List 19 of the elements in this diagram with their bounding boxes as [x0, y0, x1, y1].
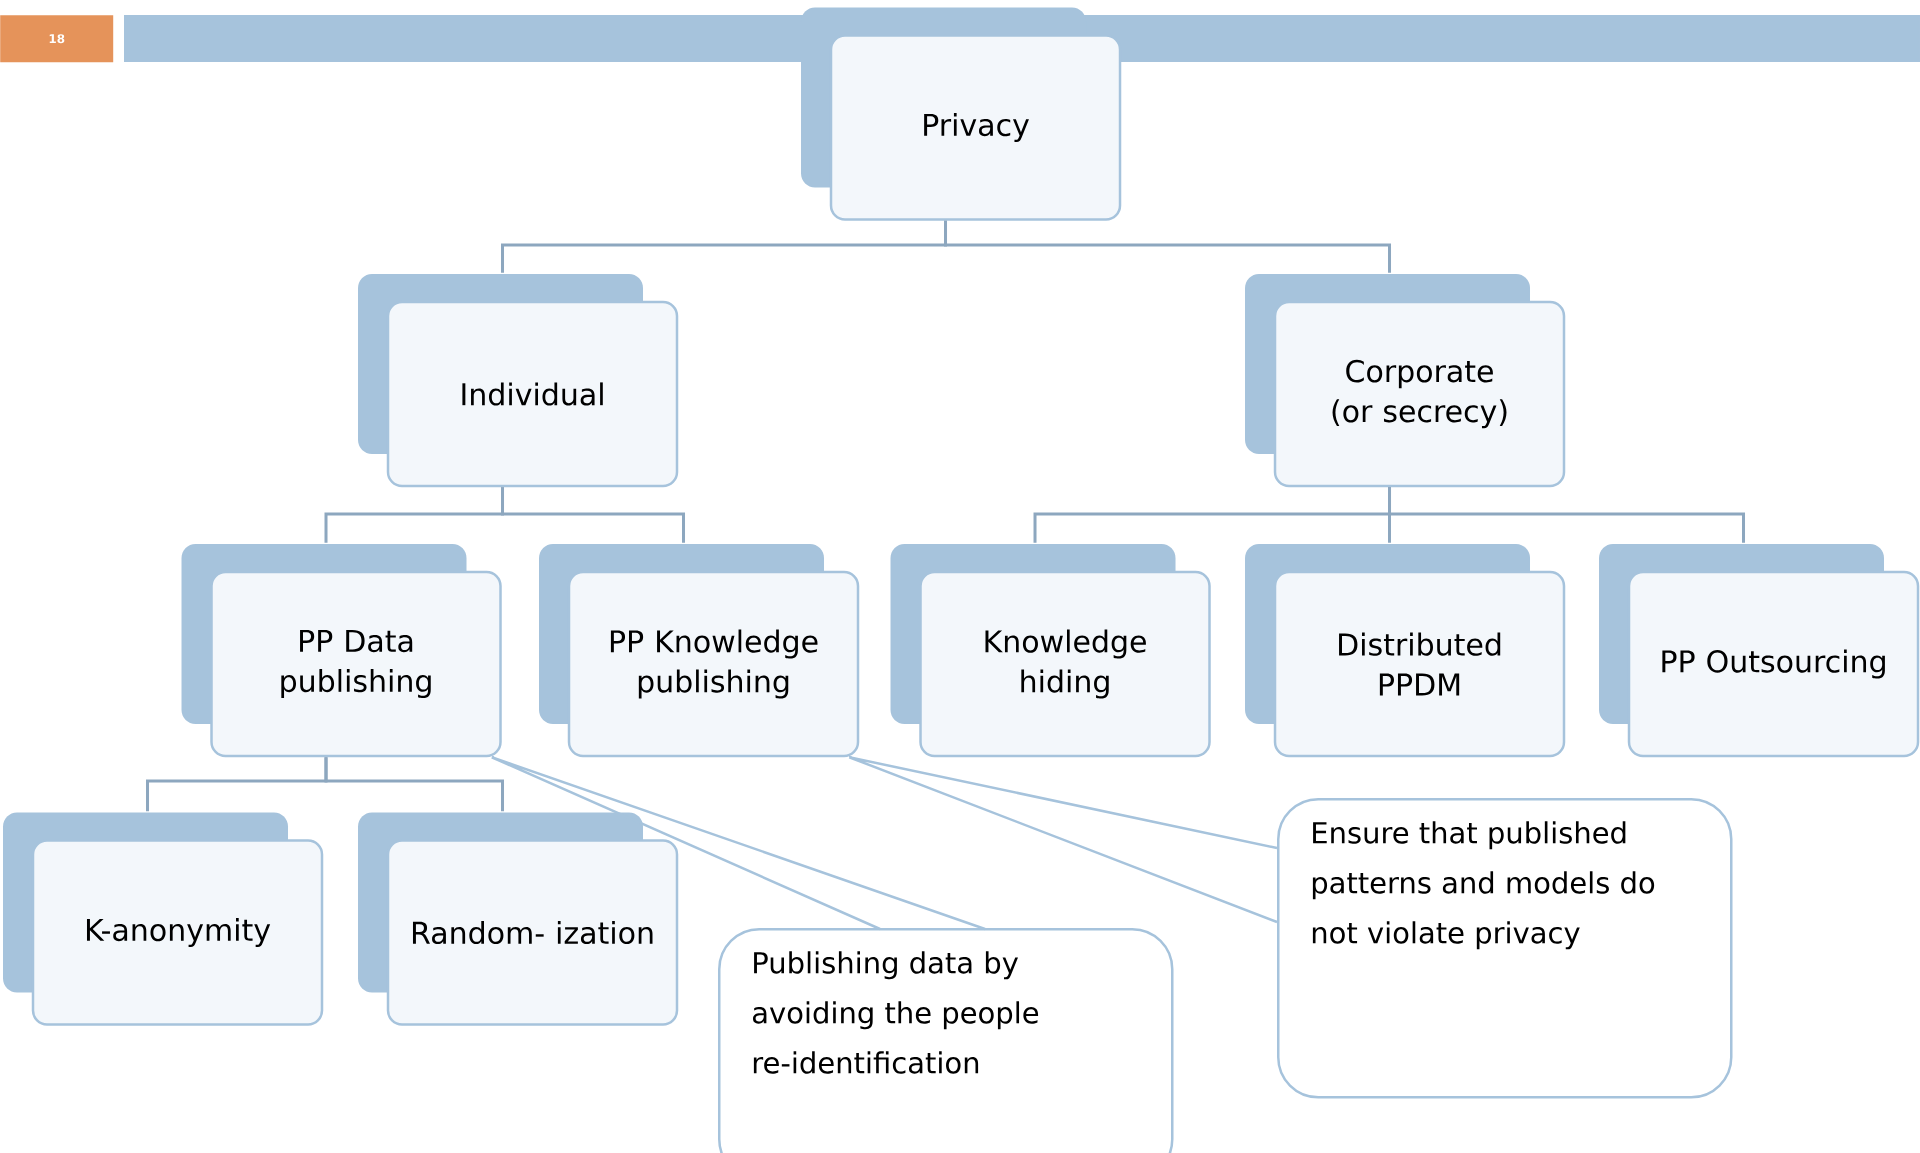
category-box: Individual [358, 274, 679, 488]
category-box: PP Outsourcing [1599, 544, 1920, 758]
category-box: PP Data publishing [181, 544, 502, 758]
connector [501, 487, 685, 543]
connector [1388, 487, 1745, 543]
category-box: Corporate (or secrecy) [1245, 274, 1566, 488]
callout-pointer [848, 756, 1279, 924]
category-box: PP Knowledge publishing [539, 544, 860, 758]
category-box: Privacy [801, 7, 1122, 221]
category-box: Distributed PPDM [1245, 544, 1566, 758]
callout-pointer [490, 756, 987, 931]
callout-box: Publishing data by avoiding the people re-identification [718, 928, 1174, 1153]
category-box: K-anonymity [3, 812, 324, 1026]
connector [944, 220, 1391, 273]
callout-box: Ensure that published patterns and models do not violate privacy [1277, 798, 1733, 1099]
category-box: Knowledge hiding [890, 544, 1211, 758]
slide-number: 18 [0, 15, 114, 63]
connector [324, 757, 504, 812]
category-box: Random- ization [358, 812, 679, 1026]
